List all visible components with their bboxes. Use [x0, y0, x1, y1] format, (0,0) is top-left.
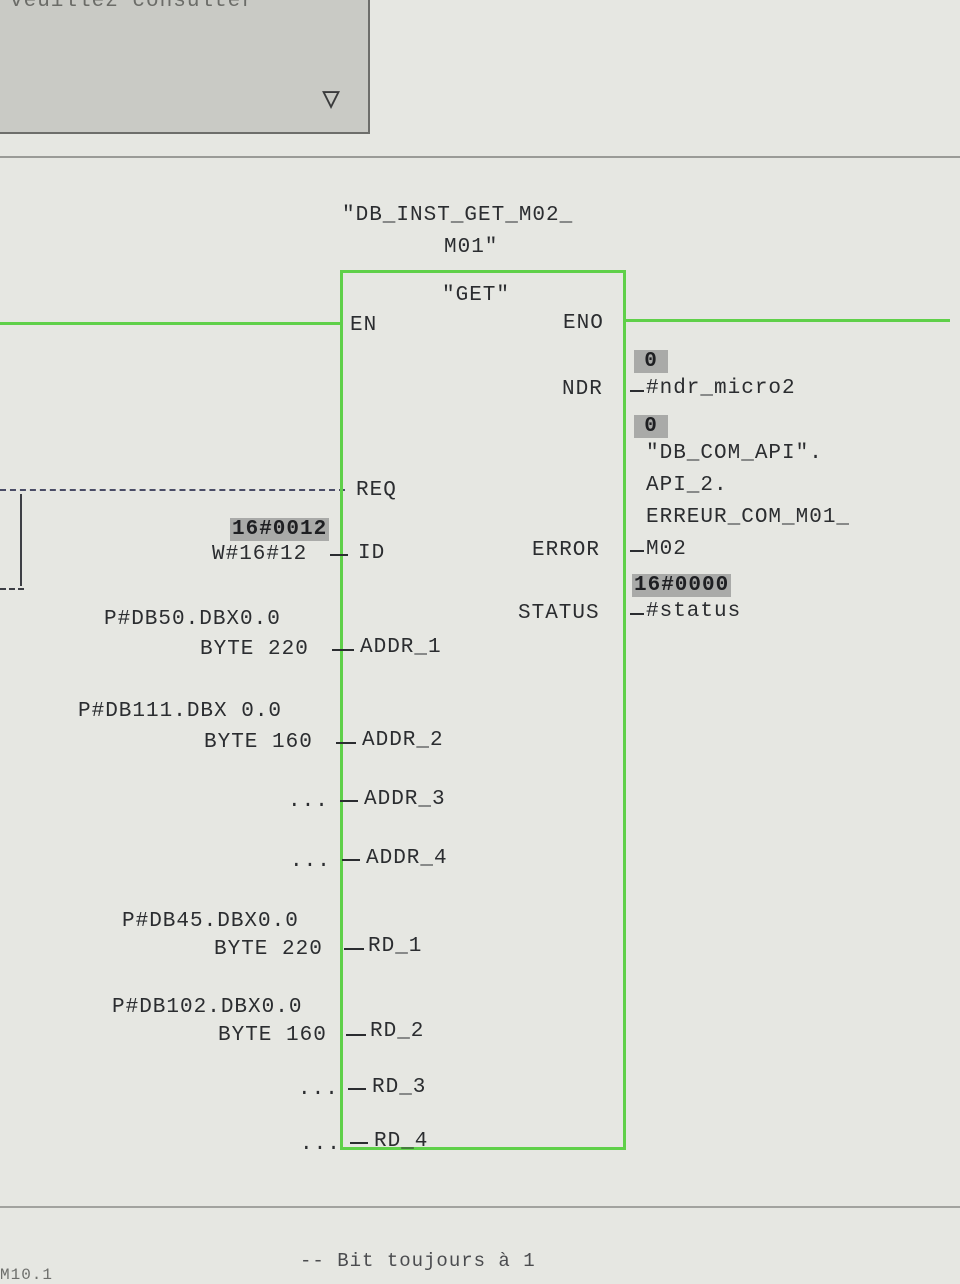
rd1-operand-line2[interactable]: BYTE 220	[214, 938, 323, 961]
pin-req: REQ	[356, 479, 397, 502]
pin-addr-3: ADDR_3	[364, 788, 446, 811]
pin-en: EN	[350, 314, 378, 337]
rd1-operand-line1[interactable]: P#DB45.DBX0.0	[122, 910, 299, 933]
pin-addr-2: ADDR_2	[362, 729, 444, 752]
rd4-connector	[350, 1142, 368, 1144]
message-panel: veuillez consulter ▽	[0, 0, 370, 134]
id-connector	[330, 554, 348, 556]
req-connection-wire	[0, 489, 345, 491]
rd2-operand-line2[interactable]: BYTE 160	[218, 1024, 327, 1047]
instance-db-name-line1[interactable]: "DB_INST_GET_M02_	[342, 204, 574, 227]
pin-ndr: NDR	[562, 378, 603, 401]
status-operand[interactable]: #status	[646, 600, 742, 623]
addr1-operand-line2[interactable]: BYTE 220	[200, 638, 309, 661]
addr1-operand-line1[interactable]: P#DB50.DBX0.0	[104, 608, 281, 631]
error-operand-line4[interactable]: M02	[646, 538, 687, 561]
next-network-operand[interactable]: M10.1	[0, 1266, 54, 1284]
addr4-connector	[342, 859, 360, 861]
pin-rd-3: RD_3	[372, 1076, 427, 1099]
status-connector	[630, 613, 644, 615]
pin-rd-2: RD_2	[370, 1020, 425, 1043]
instance-db-name-line2[interactable]: M01"	[444, 236, 499, 259]
ndr-connector	[630, 390, 644, 392]
block-type-label: "GET"	[442, 284, 511, 307]
pin-addr-4: ADDR_4	[366, 847, 448, 870]
ndr-live-value: 0	[634, 350, 668, 373]
pin-addr-1: ADDR_1	[360, 636, 442, 659]
addr2-operand-line1[interactable]: P#DB111.DBX 0.0	[78, 700, 283, 723]
error-operand-line3[interactable]: ERREUR_COM_M01_	[646, 506, 851, 529]
error-operand-line1[interactable]: "DB_COM_API".	[646, 442, 823, 465]
network-comment: -- Bit toujours à 1	[300, 1250, 536, 1272]
power-rail-left	[0, 322, 340, 325]
id-operand[interactable]: W#16#12	[212, 543, 308, 566]
pin-rd-1: RD_1	[368, 935, 423, 958]
error-operand-line2[interactable]: API_2.	[646, 474, 728, 497]
pin-status: STATUS	[518, 602, 600, 625]
pin-id: ID	[358, 542, 386, 565]
pin-rd-4: RD_4	[374, 1130, 429, 1153]
rd3-connector	[348, 1088, 366, 1090]
message-text: veuillez consulter	[10, 0, 255, 13]
addr4-operand[interactable]: ...	[290, 850, 331, 873]
get-function-block[interactable]	[340, 270, 626, 1150]
scroll-down-icon[interactable]: ▽	[322, 84, 341, 118]
rd3-operand[interactable]: ...	[298, 1078, 339, 1101]
addr2-operand-line2[interactable]: BYTE 160	[204, 731, 313, 754]
pin-eno: ENO	[563, 312, 604, 335]
rd1-connector	[344, 948, 364, 950]
contact-element[interactable]	[14, 494, 22, 586]
addr3-connector	[340, 800, 358, 802]
status-live-value: 16#0000	[632, 574, 732, 597]
rd2-connector	[346, 1034, 366, 1036]
network-divider-top	[0, 156, 960, 158]
addr2-connector	[336, 742, 356, 744]
error-live-value: 0	[634, 415, 668, 438]
pin-error: ERROR	[532, 539, 601, 562]
error-connector	[630, 550, 644, 552]
contact-lower-wire	[0, 588, 24, 590]
power-rail-right	[626, 319, 950, 322]
addr3-operand[interactable]: ...	[288, 790, 329, 813]
addr1-connector	[332, 649, 354, 651]
rd4-operand[interactable]: ...	[300, 1133, 341, 1156]
network-divider-bottom	[0, 1206, 960, 1208]
rd2-operand-line1[interactable]: P#DB102.DBX0.0	[112, 996, 303, 1019]
ndr-operand[interactable]: #ndr_micro2	[646, 377, 796, 400]
id-live-value: 16#0012	[230, 518, 330, 541]
